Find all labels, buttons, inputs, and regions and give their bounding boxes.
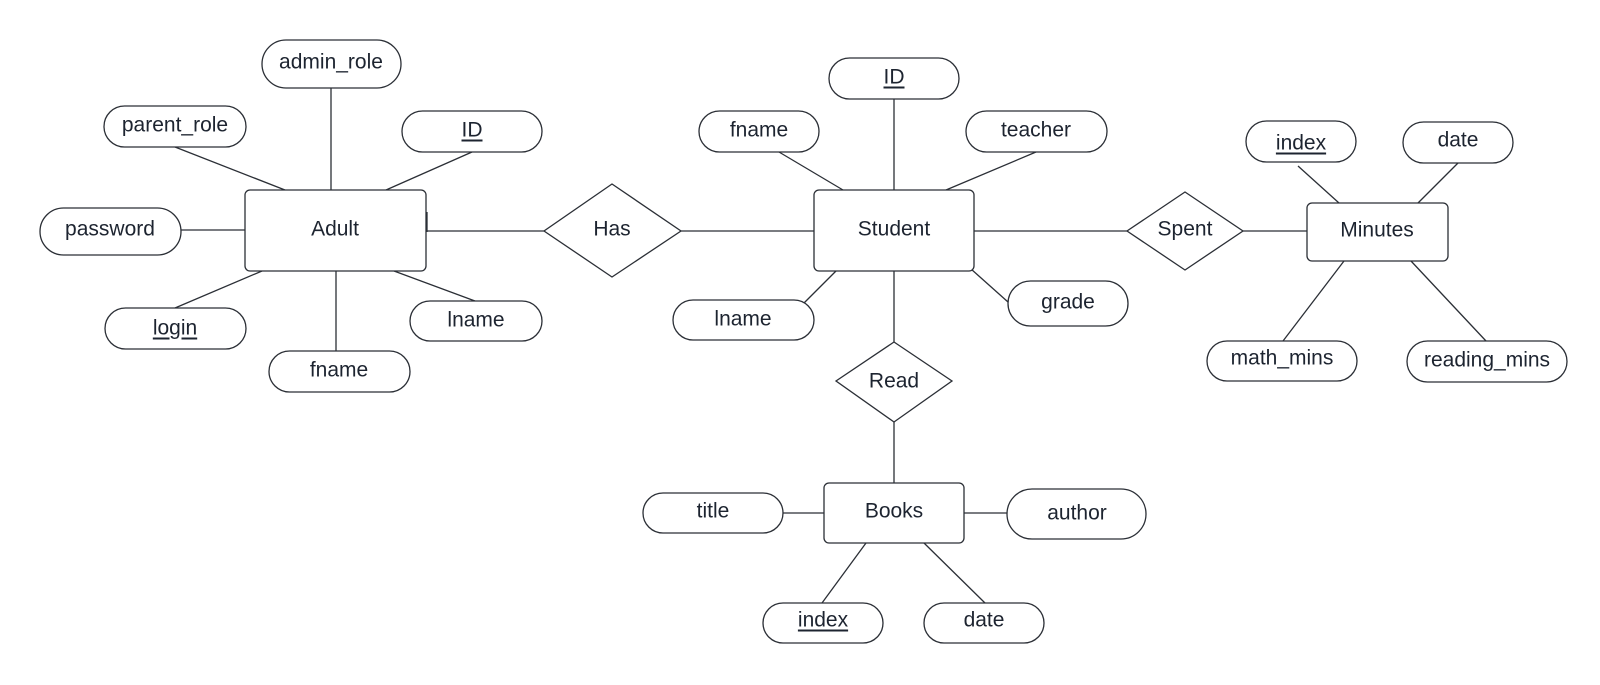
attr-minutes-math-mins-shape — [1206, 340, 1358, 382]
edge-minutes-index — [1297, 165, 1340, 204]
attr-minutes-math-mins: math_mins — [1230, 346, 1334, 370]
attr-adult-login-shape — [104, 307, 247, 350]
relationship-spent-shape — [1125, 191, 1245, 271]
edge-minutes-reading-mins — [1410, 260, 1487, 342]
attr-student-lname-shape — [672, 299, 815, 341]
relationship-has-shape — [542, 183, 683, 278]
attr-adult-parent-role-shape — [103, 105, 247, 148]
attr-books-author: author — [1047, 501, 1107, 525]
edge-minutes-date — [1417, 162, 1459, 204]
entity-adult-box — [244, 189, 427, 272]
attr-books-title: title — [696, 499, 730, 523]
attr-student-id-shape — [828, 57, 960, 100]
attr-adult-fname: fname — [309, 358, 369, 382]
attr-minutes-reading-mins-shape — [1406, 340, 1568, 383]
attr-student-teacher-shape — [965, 110, 1108, 153]
attr-student-fname: fname — [729, 118, 789, 142]
edge-student-teacher — [945, 151, 1037, 191]
relationship-read-shape — [834, 341, 954, 423]
edge-adult-lname — [393, 270, 476, 302]
entity-adult: Adult — [311, 217, 359, 241]
entity-minutes-box — [1306, 202, 1449, 262]
edge-books-date — [923, 542, 986, 604]
relationship-read: Read — [868, 369, 920, 393]
attr-student-id: ID — [883, 65, 905, 89]
attr-adult-admin-role-shape — [261, 39, 402, 89]
connector-lines — [174, 88, 1487, 604]
attr-books-date: date — [963, 608, 1005, 632]
attr-adult-lname: lname — [447, 308, 505, 332]
entity-books-box — [823, 482, 965, 544]
attr-adult-admin-role: admin_role — [279, 50, 383, 74]
attr-minutes-date: date — [1437, 128, 1479, 152]
attr-adult-id: ID — [461, 118, 483, 142]
attr-student-grade: grade — [1041, 290, 1095, 314]
attr-minutes-reading-mins: reading_mins — [1423, 348, 1551, 372]
attr-adult-fname-shape — [268, 350, 411, 393]
attr-adult-password-shape — [39, 207, 182, 256]
attr-adult-password: password — [65, 217, 155, 241]
attr-student-lname: lname — [714, 307, 772, 331]
attr-adult-lname-shape — [409, 300, 543, 342]
attr-minutes-index-shape — [1245, 120, 1357, 163]
attr-student-fname-shape — [698, 110, 820, 153]
attr-adult-id-shape — [401, 110, 543, 153]
relationship-has: Has — [593, 217, 631, 241]
attr-adult-login: login — [152, 316, 198, 340]
edge-adult-login — [174, 270, 263, 309]
attr-books-date-shape — [923, 602, 1045, 644]
edge-student-fname — [778, 151, 844, 191]
attr-books-author-shape — [1006, 488, 1147, 540]
attr-student-grade-shape — [1007, 280, 1129, 327]
edge-student-grade — [970, 268, 1009, 303]
attr-adult-parent-role: parent_role — [121, 113, 229, 137]
edge-adult-parent-role — [174, 146, 286, 191]
entity-books: Books — [864, 499, 924, 523]
entity-minutes: Minutes — [1340, 218, 1414, 242]
edge-minutes-math-mins — [1282, 260, 1345, 342]
attr-books-index: index — [797, 608, 849, 632]
edge-student-lname — [802, 270, 837, 305]
relationship-spent: Spent — [1157, 217, 1213, 241]
attr-minutes-date-shape — [1402, 121, 1514, 164]
attr-student-teacher: teacher — [1000, 118, 1072, 142]
attr-books-index-shape — [762, 602, 884, 644]
edge-adult-id — [385, 151, 473, 191]
entity-student: Student — [857, 217, 931, 241]
attr-books-title-shape — [642, 492, 784, 534]
entity-student-box — [813, 189, 975, 272]
attr-minutes-index: index — [1275, 131, 1327, 155]
edge-books-index — [821, 542, 867, 604]
